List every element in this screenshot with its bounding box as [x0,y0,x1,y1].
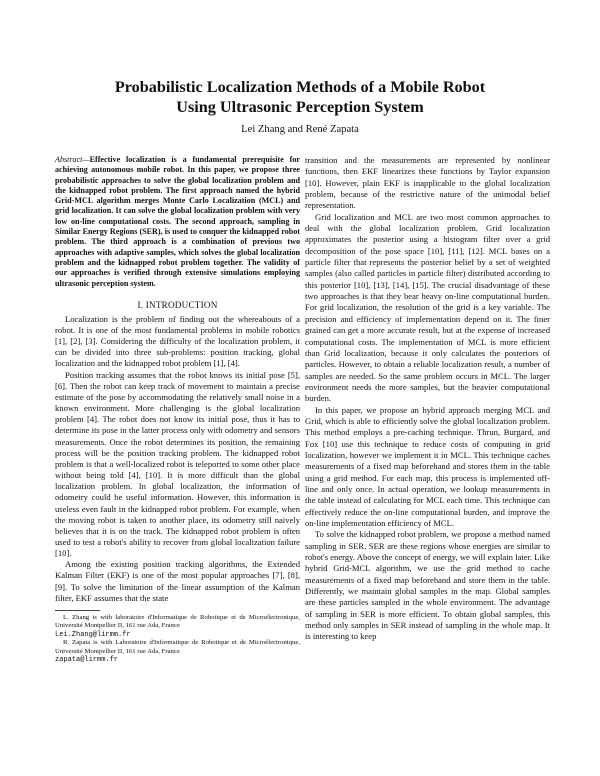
section-heading-introduction: I. INTRODUCTION [137,299,218,310]
left-column: Abstract—Effective localization is a fun… [55,155,300,664]
abstract-label: Abstract— [55,155,90,164]
body-paragraph: Localization is the problem of finding o… [55,313,300,369]
author-email: Lei.Zhang@lirmm.fr [55,630,131,639]
body-paragraph: Position tracking assumes that the robot… [55,369,300,559]
footnote-divider [55,609,100,611]
footnote-affiliation: L. Zhang is with laboratoire d'Informati… [55,613,300,630]
body-paragraph: Among the existing position tracking alg… [55,559,300,603]
body-paragraph: In this paper, we propose an hybrid appr… [305,404,550,528]
footnote-affiliation: R. Zapata is with Laboratoire d'Informat… [55,639,300,655]
body-paragraph: To solve the kidnapped robot problem, we… [305,529,550,642]
right-column: transition and the measurements are repr… [305,155,550,643]
body-paragraph: Grid localization and MCL are two most c… [305,211,550,404]
body-paragraph: transition and the measurements are repr… [305,155,550,211]
abstract-text: Effective localization is a fundamental … [55,155,300,288]
paper-title: Probabilistic Localization Methods of a … [40,77,560,117]
footnote-author-2: R. Zapata is with Laboratoire d'Informat… [55,639,300,664]
author-email: zapata@lirmm.fr [55,655,119,664]
authors: Lei Zhang and René Zapata [241,124,359,135]
title-line-1: Probabilistic Localization Methods of a … [114,78,486,96]
abstract: Abstract—Effective localization is a fun… [55,155,300,289]
title-line-2: Using Ultrasonic Perception System [176,98,424,116]
footnote-author-1: L. Zhang is with laboratoire d'Informati… [55,614,300,639]
